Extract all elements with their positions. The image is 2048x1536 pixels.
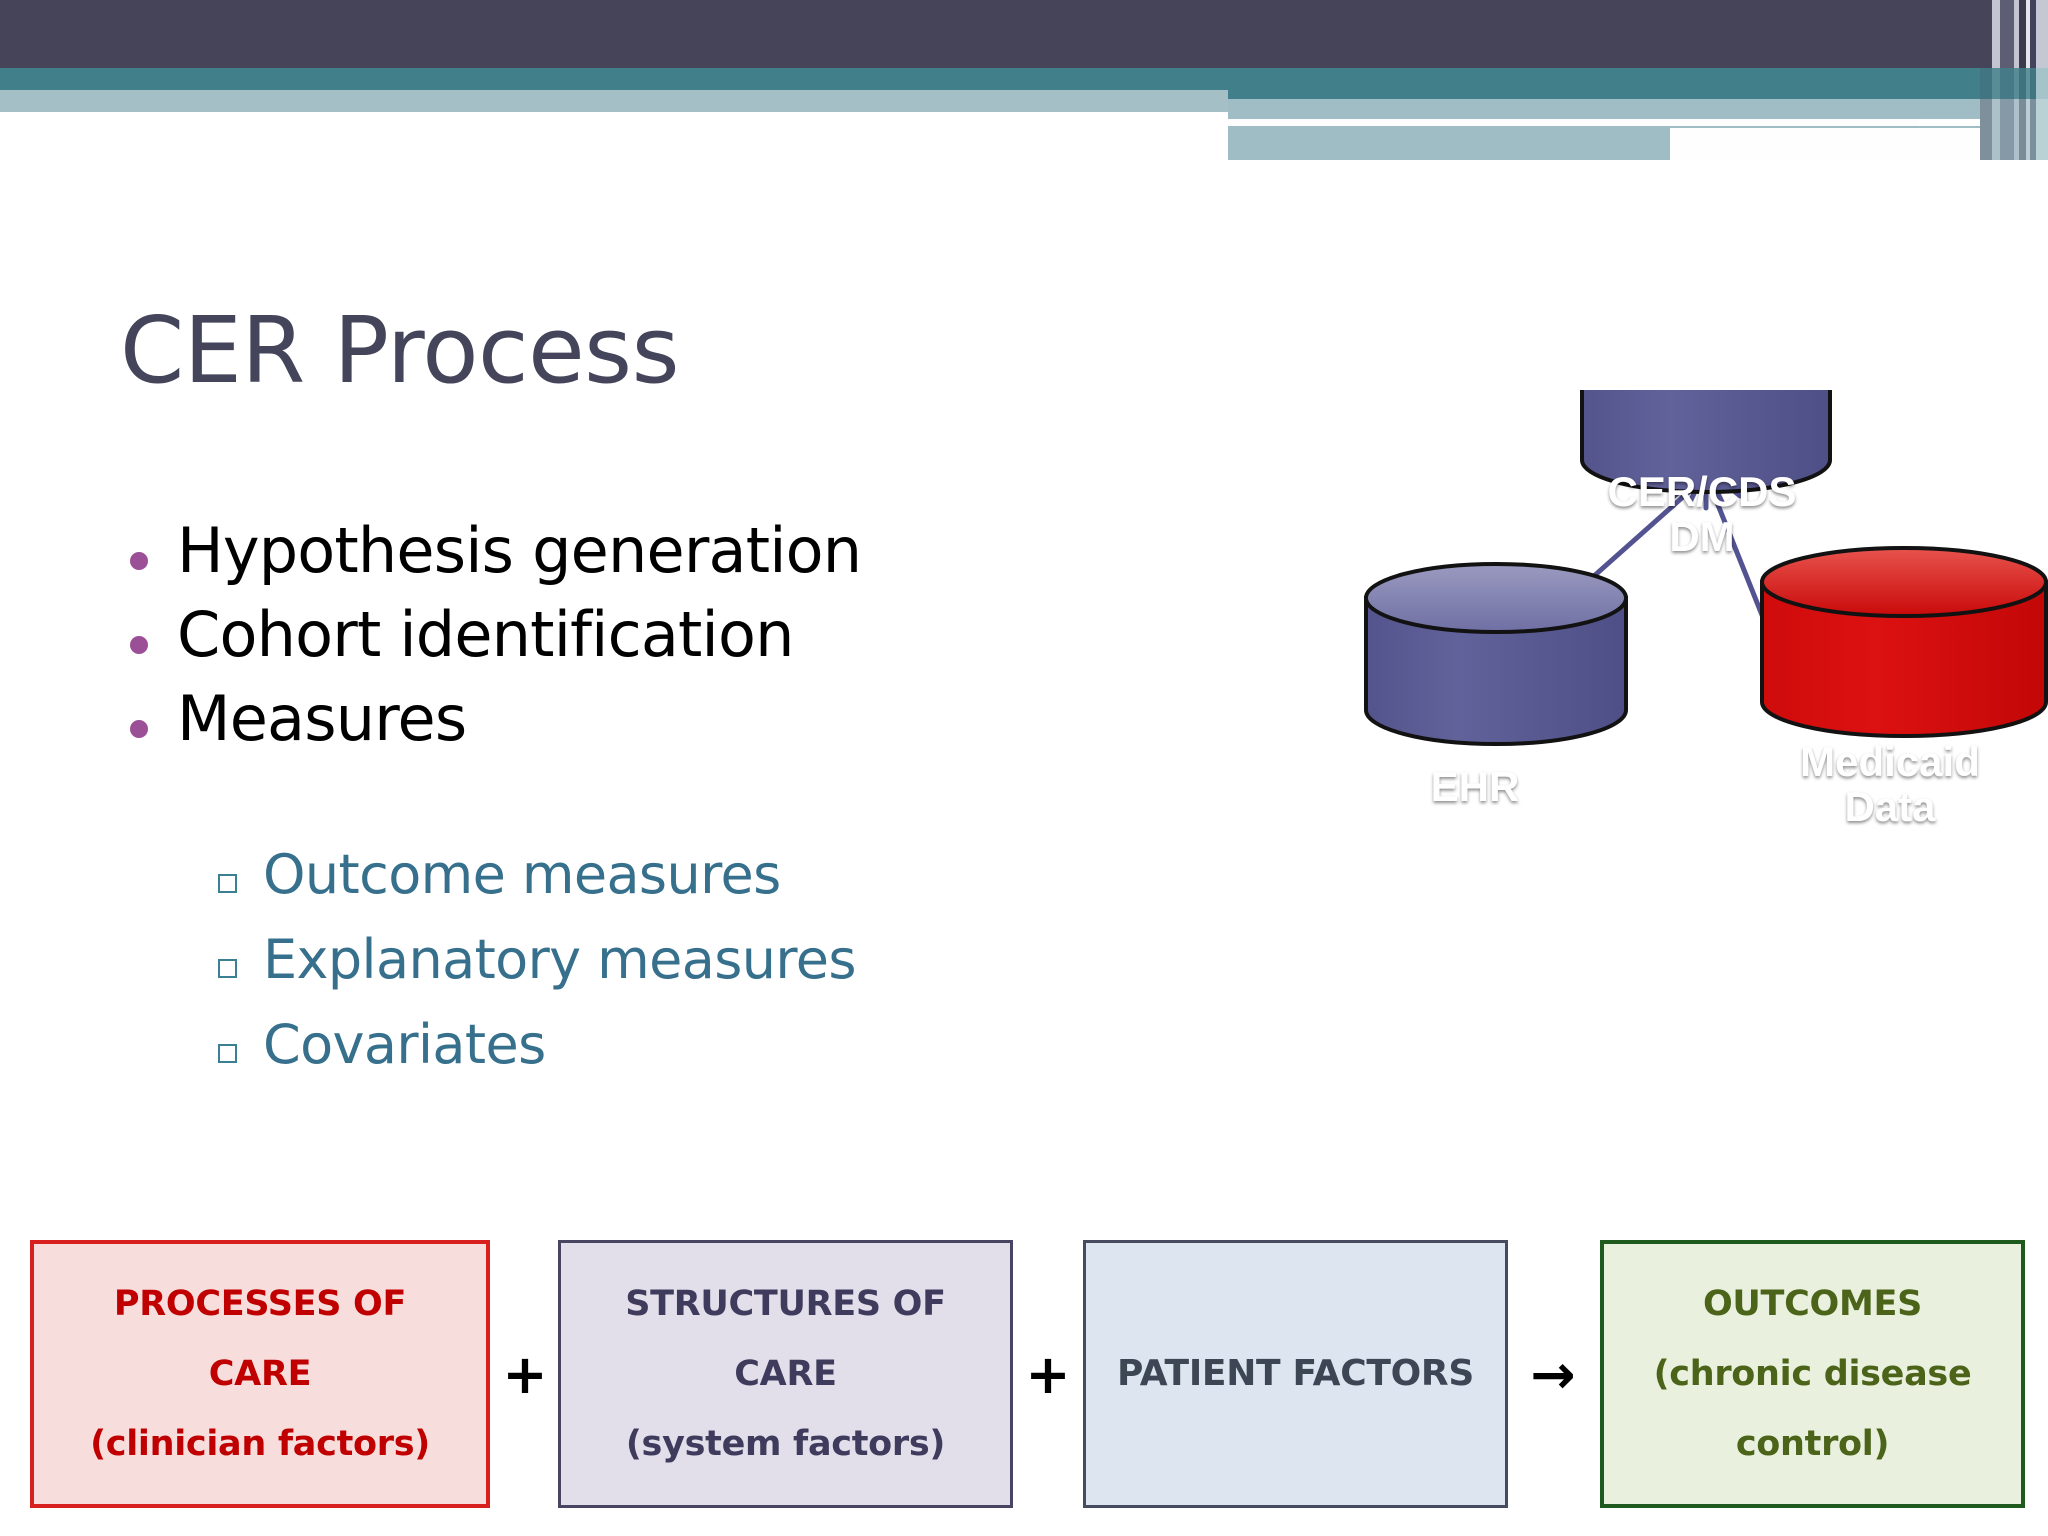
bullet-dot-icon bbox=[130, 636, 148, 654]
cylinder-ehr bbox=[1364, 562, 1628, 746]
flow-box-line-2: CARE bbox=[208, 1354, 312, 1394]
cylinder-label-line-1: CER/CDS bbox=[1607, 468, 1797, 515]
bullet-label: Hypothesis generation bbox=[177, 514, 862, 587]
header-band-white-gap bbox=[1228, 119, 1918, 129]
sub-list-item: Outcome measures bbox=[218, 848, 1118, 902]
operator-plus-1: + bbox=[502, 1342, 548, 1406]
bullet-square-icon bbox=[218, 959, 237, 978]
bullet-dot-icon bbox=[130, 720, 148, 738]
cylinder-label-line-2: DM bbox=[1669, 512, 1735, 560]
cylinder-label-line-1: EHR bbox=[1430, 763, 1520, 810]
sub-bullet-list: Outcome measures Explanatory measures Co… bbox=[218, 848, 1118, 1103]
flow-box-line-1: STRUCTURES OF bbox=[625, 1284, 946, 1324]
cylinder-cer-cds-dm bbox=[1580, 390, 1832, 494]
slide-header-decoration bbox=[0, 0, 2048, 160]
flow-box-outcomes: OUTCOMES (chronic disease control) bbox=[1600, 1240, 2025, 1508]
flow-box-structures-of-care: STRUCTURES OF CARE (system factors) bbox=[558, 1240, 1013, 1508]
cylinder-label-ehr: EHR bbox=[1370, 763, 1580, 810]
list-item: Cohort identification bbox=[130, 604, 1030, 666]
outcome-equation-row: PROCESSES OF CARE (clinician factors) + … bbox=[0, 1240, 2048, 1530]
bullet-label: Measures bbox=[177, 682, 467, 755]
bullet-label: Cohort identification bbox=[177, 598, 794, 671]
bullet-square-icon bbox=[218, 1044, 237, 1063]
flow-box-line-2: PATIENT FACTORS bbox=[1117, 1353, 1474, 1394]
list-item: Hypothesis generation bbox=[130, 520, 1030, 582]
header-band-dark bbox=[0, 0, 2048, 68]
operator-plus-2: + bbox=[1025, 1342, 1071, 1406]
flow-box-line-3: (clinician factors) bbox=[90, 1424, 430, 1464]
flow-box-line-3: control) bbox=[1735, 1424, 1890, 1464]
flow-box-line-2: CARE bbox=[734, 1354, 837, 1394]
bullet-dot-icon bbox=[130, 552, 148, 570]
bullet-list: Hypothesis generation Cohort identificat… bbox=[130, 520, 1030, 772]
sub-bullet-label: Covariates bbox=[263, 1013, 546, 1076]
bullet-square-icon bbox=[218, 874, 237, 893]
sub-list-item: Covariates bbox=[218, 1018, 1118, 1072]
cylinder-label-cer-cds-dm: CER/CDS DM bbox=[1577, 468, 1827, 560]
header-band-lightblue-left bbox=[0, 90, 1228, 112]
flow-box-line-1: OUTCOMES bbox=[1702, 1284, 1923, 1324]
cylinder-label-medicaid: Medicaid Data bbox=[1765, 738, 2015, 830]
flow-box-patient-factors: PATIENT FACTORS bbox=[1083, 1240, 1508, 1508]
flow-box-line-3: (system factors) bbox=[625, 1424, 946, 1464]
page-title: CER Process bbox=[120, 297, 680, 404]
flow-box-line-2: (chronic disease bbox=[1653, 1354, 1972, 1394]
diagram-svg bbox=[1364, 390, 2048, 746]
cylinder-label-line-1: Medicaid bbox=[1800, 738, 1980, 785]
sub-bullet-label: Explanatory measures bbox=[263, 928, 857, 991]
header-band-lightblue-right-1 bbox=[1228, 99, 2048, 119]
flow-box-line-1: PROCESSES OF bbox=[113, 1284, 407, 1324]
cylinder-label-line-2: Data bbox=[1844, 782, 1936, 830]
data-flow-diagram bbox=[1310, 390, 2048, 890]
sub-bullet-label: Outcome measures bbox=[263, 843, 781, 906]
cylinder-medicaid bbox=[1760, 546, 2048, 738]
flow-box-processes-of-care: PROCESSES OF CARE (clinician factors) bbox=[30, 1240, 490, 1508]
list-item: Measures bbox=[130, 688, 1030, 750]
operator-arrow-right: → bbox=[1530, 1342, 1576, 1406]
sub-list-item: Explanatory measures bbox=[218, 933, 1118, 987]
header-vertical-stripes bbox=[1980, 0, 2048, 160]
